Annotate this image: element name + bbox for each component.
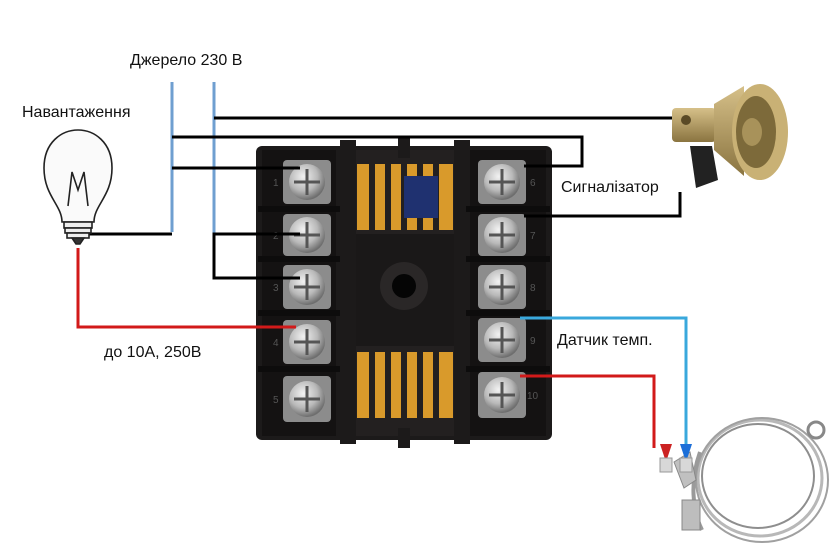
terminal-screw-5[interactable] xyxy=(283,376,331,422)
terminal-number-8: 8 xyxy=(530,283,536,294)
wires xyxy=(76,82,688,448)
sensor-label: Датчик темп. xyxy=(557,332,653,349)
siren-horn-icon xyxy=(672,84,788,188)
load-label: Навантаження xyxy=(22,104,131,121)
terminal-screw-10[interactable] xyxy=(478,372,526,418)
terminal-number-3: 3 xyxy=(273,283,279,294)
terminal-number-6: 6 xyxy=(530,178,536,189)
terminal-screw-3[interactable] xyxy=(283,265,331,309)
terminal-screw-1[interactable] xyxy=(283,160,331,204)
light-bulb-icon xyxy=(43,129,113,245)
terminal-number-5: 5 xyxy=(273,395,279,406)
terminal-number-7: 7 xyxy=(530,231,536,242)
rating-label: до 10А, 250В xyxy=(104,344,202,361)
terminal-screw-9[interactable] xyxy=(478,318,526,362)
siren-return-wire xyxy=(524,192,682,218)
alarm-loop-wire xyxy=(172,135,584,168)
load-live-wire xyxy=(76,248,296,329)
left-terminals xyxy=(283,160,331,422)
terminal-screw-2[interactable] xyxy=(283,214,331,256)
terminal-number-2: 2 xyxy=(273,231,279,242)
right-terminals xyxy=(478,160,526,418)
terminal-screw-6[interactable] xyxy=(478,160,526,204)
sensor-wire-red xyxy=(520,374,656,448)
terminal-screw-7[interactable] xyxy=(478,214,526,256)
terminal-number-9: 9 xyxy=(530,336,536,347)
terminal-screw-8[interactable] xyxy=(478,265,526,309)
sensor-wire-cyan xyxy=(520,316,688,448)
terminal-number-10: 10 xyxy=(527,391,539,402)
terminal-screw-4[interactable] xyxy=(283,320,331,364)
thermocouple-probe-icon xyxy=(659,417,829,543)
terminal-number-1: 1 xyxy=(273,178,279,189)
terminal-number-4: 4 xyxy=(273,338,279,349)
terminal-bridge-wire xyxy=(212,232,300,280)
source-label: Джерело 230 В xyxy=(130,52,243,69)
alarm-label: Сигналізатор xyxy=(561,179,659,196)
